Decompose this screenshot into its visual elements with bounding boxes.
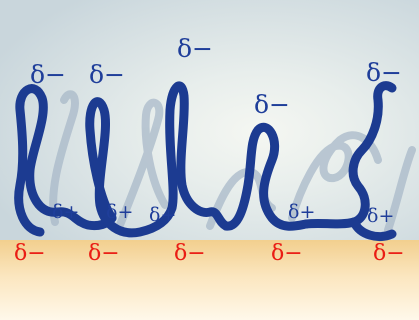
surface-charge-label-1: δ− <box>14 243 46 265</box>
surface-charge-label-5: δ− <box>373 243 405 265</box>
substrate-surface <box>0 240 419 320</box>
surface-charge-label-4: δ− <box>271 243 303 265</box>
charge-label-plus-3: δ+ <box>149 206 176 225</box>
charge-label-top-2: δ− <box>89 62 125 87</box>
charge-label-top-1: δ− <box>30 62 66 87</box>
charge-label-plus-4: δ+ <box>288 203 315 222</box>
surface-charge-label-2: δ− <box>88 243 120 265</box>
charge-label-top-4: δ− <box>254 92 290 117</box>
charge-label-top-3: δ− <box>177 36 213 61</box>
charge-label-plus-1: δ+ <box>52 203 79 222</box>
charge-label-top-5: δ− <box>366 60 402 85</box>
charge-label-plus-5: δ+ <box>367 207 394 226</box>
charge-label-plus-2: δ+ <box>106 203 133 222</box>
surface-charge-label-3: δ− <box>174 243 206 265</box>
